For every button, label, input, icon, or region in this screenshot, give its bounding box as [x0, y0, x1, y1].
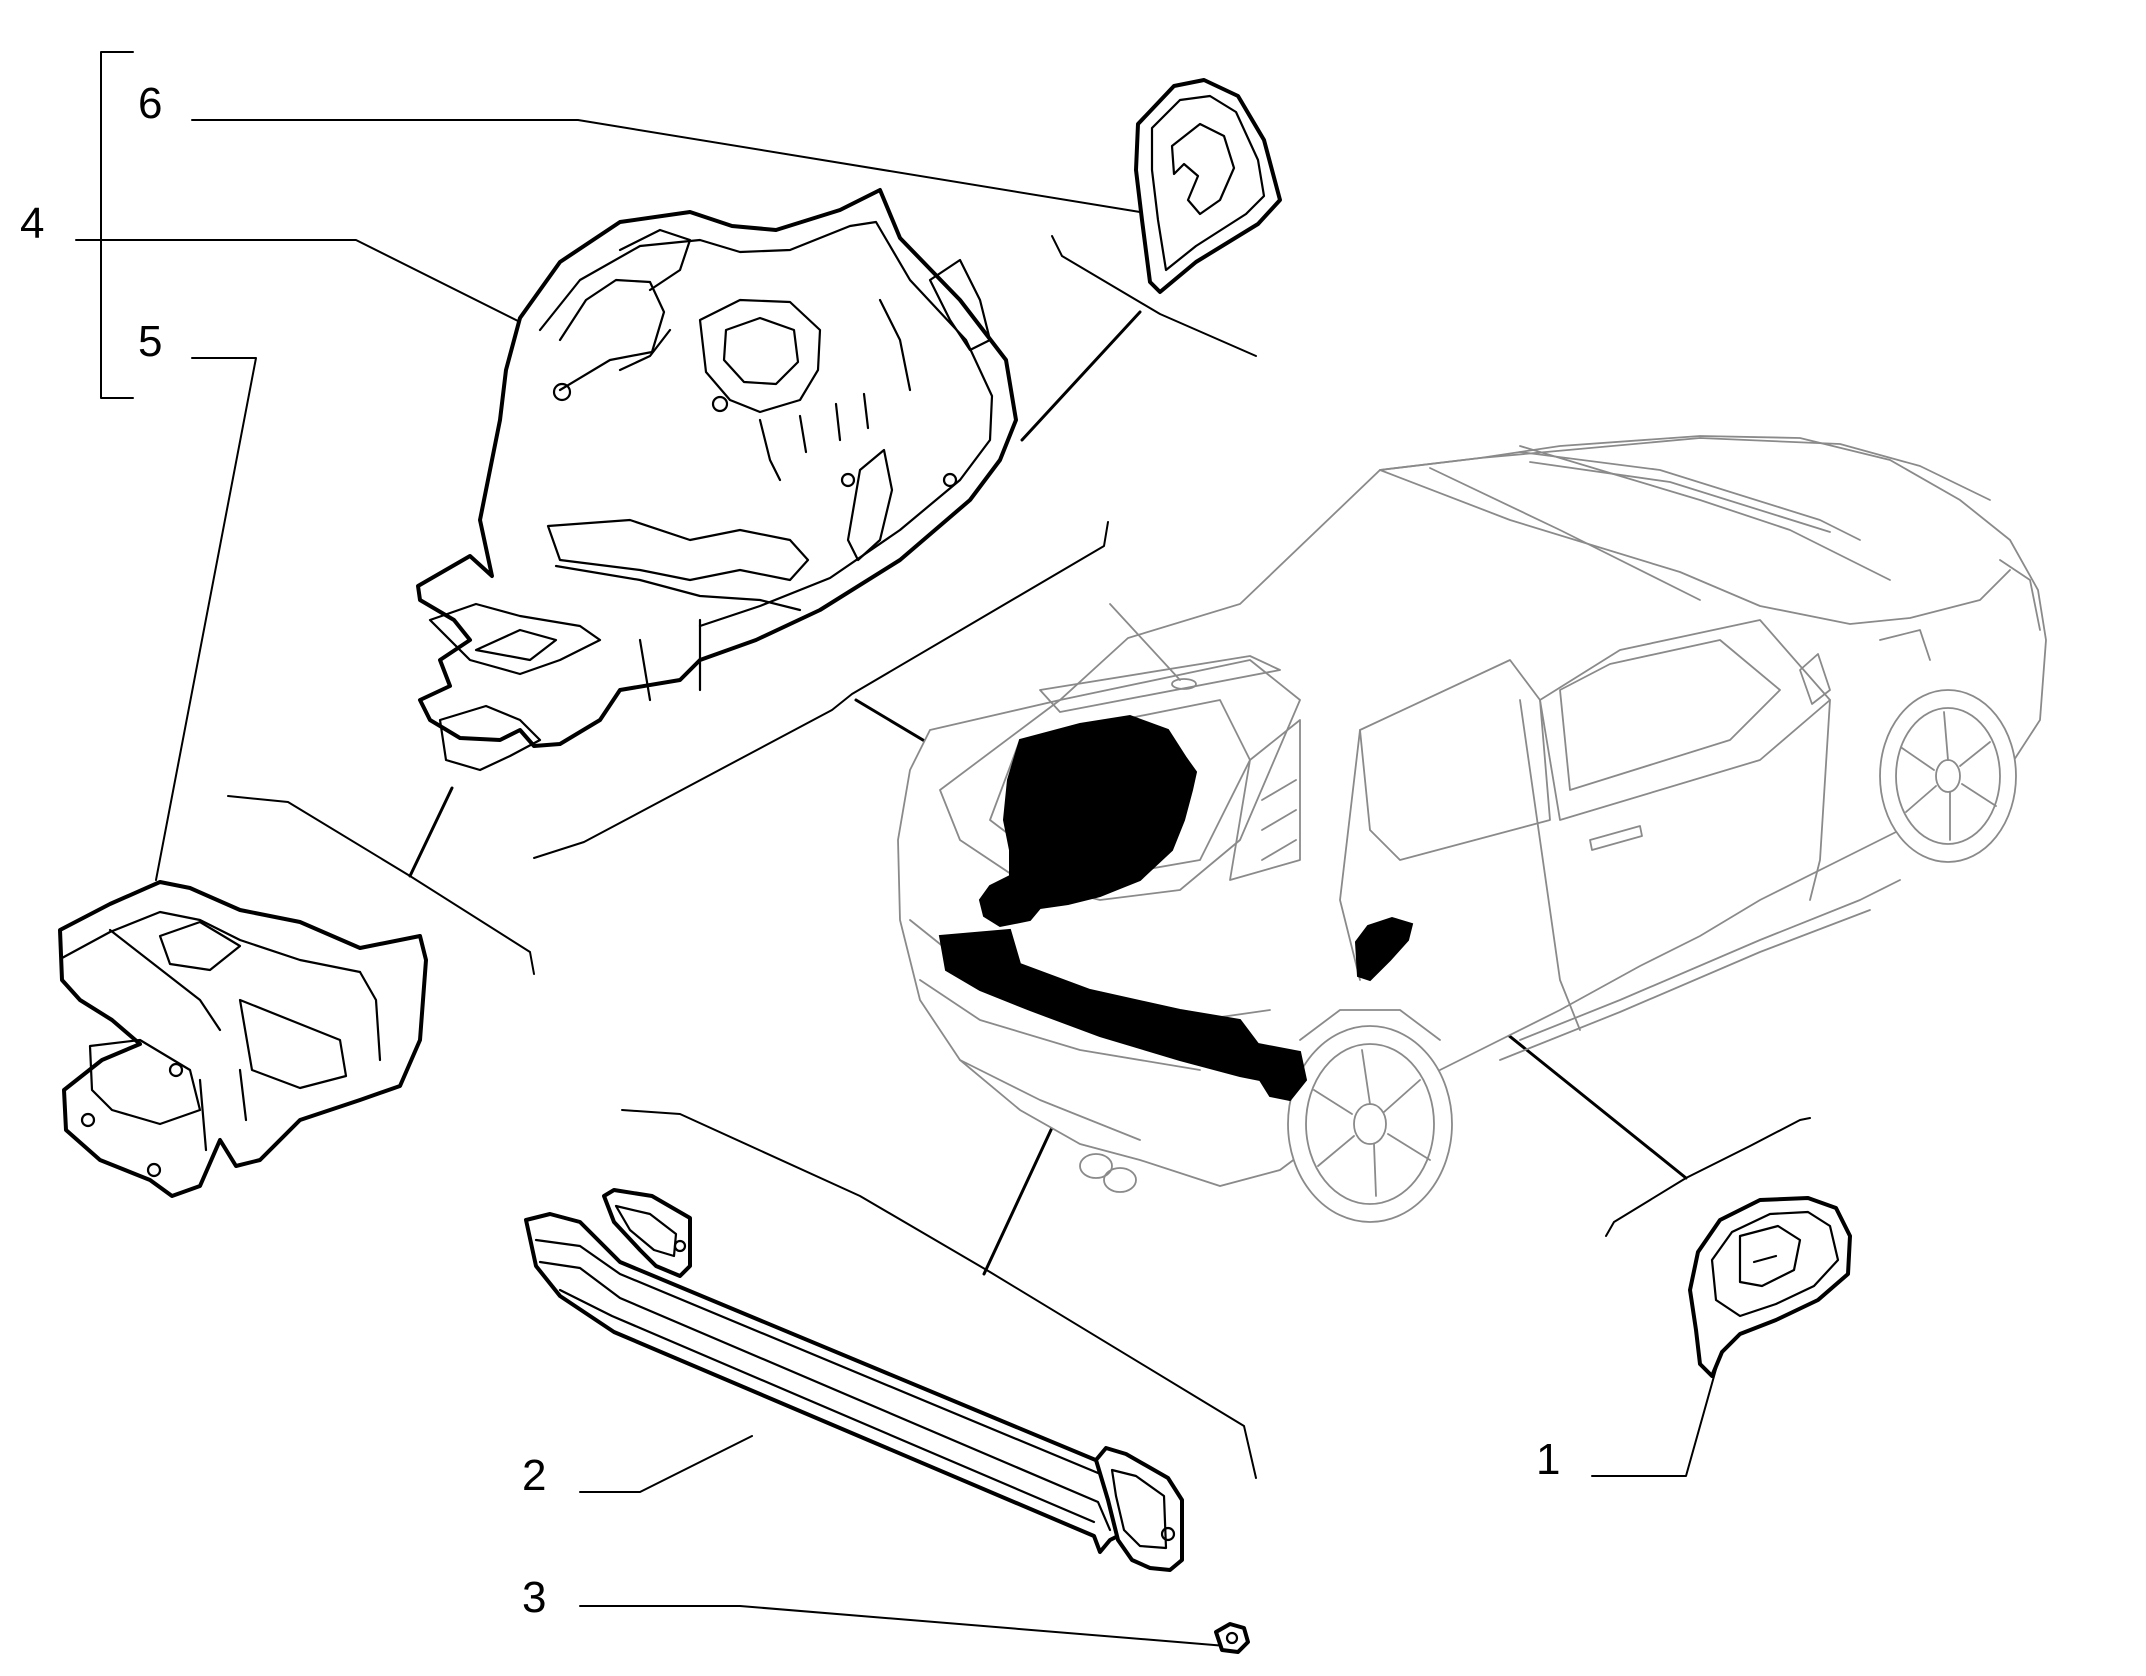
callout-label-4: 4	[20, 199, 44, 248]
car-highlight-arch-liner	[1354, 916, 1414, 982]
car-illustration	[897, 435, 2047, 1223]
leader-line-1	[1591, 1361, 1719, 1477]
part-2-bumper-beam	[524, 1188, 1184, 1572]
group-bracket	[100, 51, 134, 399]
part-5-floor-bracket	[58, 880, 428, 1198]
leader-line-2	[579, 1435, 753, 1493]
part-1-arch-liner	[1688, 1196, 1852, 1378]
car-highlight-wheelhouse	[978, 714, 1198, 928]
leader-line-6	[191, 119, 1141, 213]
car-highlighted-parts	[938, 714, 1414, 1102]
part-4-wheelhouse-assembly	[416, 188, 1018, 772]
callout-label-6: 6	[138, 79, 162, 128]
callout-label-3: 3	[522, 1573, 546, 1622]
callout-label-5: 5	[138, 317, 162, 366]
part-3-nut	[1214, 1622, 1250, 1654]
callout-label-2: 2	[522, 1451, 546, 1500]
callout-label-1: 1	[1536, 1435, 1560, 1484]
car-highlight-bumper	[938, 928, 1308, 1102]
leader-line-4	[75, 239, 521, 323]
part-6-liner-panel	[1134, 78, 1282, 294]
leader-line-5	[155, 357, 257, 881]
leader-line-3	[579, 1605, 1227, 1647]
